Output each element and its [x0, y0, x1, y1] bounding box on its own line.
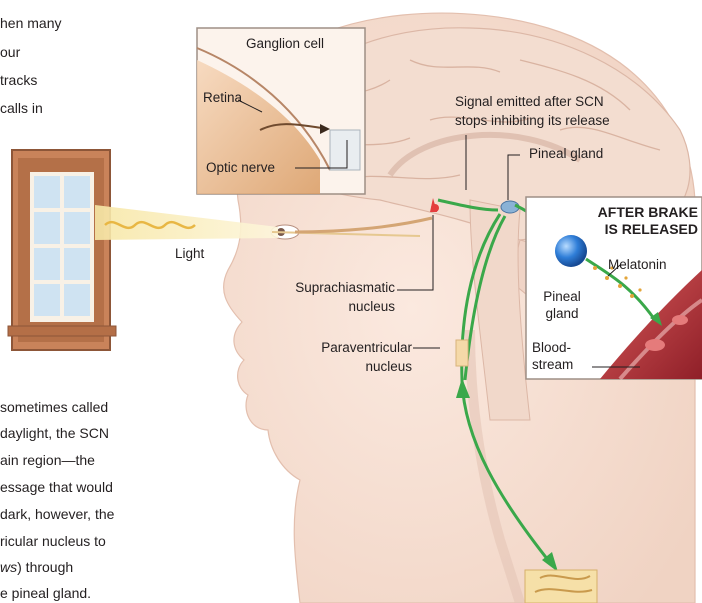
intro-line-2: our	[0, 43, 20, 62]
suprachiasmatic-line-2: nucleus	[250, 299, 395, 315]
intro-line-4: calls in	[0, 99, 43, 118]
caption-line-8: e pineal gland.	[0, 584, 91, 603]
inset-title-line-1: AFTER BRAKE	[570, 204, 698, 220]
caption-line-7-rest: ) through	[17, 559, 73, 575]
caption-line-1: sometimes called	[0, 398, 108, 417]
intro-line-3: tracks	[0, 71, 37, 90]
signal-emitted-line-1: Signal emitted after SCN	[455, 94, 604, 110]
bloodstream-line-2: stream	[532, 357, 573, 373]
optic-nerve-label: Optic nerve	[206, 160, 275, 176]
paraventricular-line-1: Paraventricular	[270, 340, 412, 356]
caption-line-2: daylight, the SCN	[0, 424, 109, 443]
retina-label: Retina	[203, 90, 242, 106]
caption-line-5: dark, however, the	[0, 505, 114, 524]
inset-pineal-line-2: gland	[538, 306, 586, 322]
caption-line-3: ain region—the	[0, 451, 95, 470]
light-label: Light	[175, 246, 204, 262]
ganglion-cell-label: Ganglion cell	[240, 36, 330, 52]
signal-emitted-line-2: stops inhibiting its release	[455, 113, 610, 129]
bloodstream-line-1: Blood-	[532, 340, 571, 356]
caption-line-6: ricular nucleus to	[0, 532, 106, 551]
paraventricular-line-2: nucleus	[270, 359, 412, 375]
caption-line-4: essage that would	[0, 478, 113, 497]
inset-title-line-2: IS RELEASED	[570, 221, 698, 237]
window	[8, 150, 116, 350]
pineal-gland-ball	[555, 235, 587, 267]
caption-line-7-italic: ws	[0, 559, 17, 575]
intro-line-1: hen many	[0, 14, 61, 33]
pineal-gland-label: Pineal gland	[529, 146, 603, 162]
inset-pineal-line-1: Pineal	[538, 289, 586, 305]
melatonin-label: Melatonin	[608, 257, 667, 273]
caption-line-7: ws) through	[0, 558, 73, 577]
suprachiasmatic-line-1: Suprachiasmatic	[250, 280, 395, 296]
